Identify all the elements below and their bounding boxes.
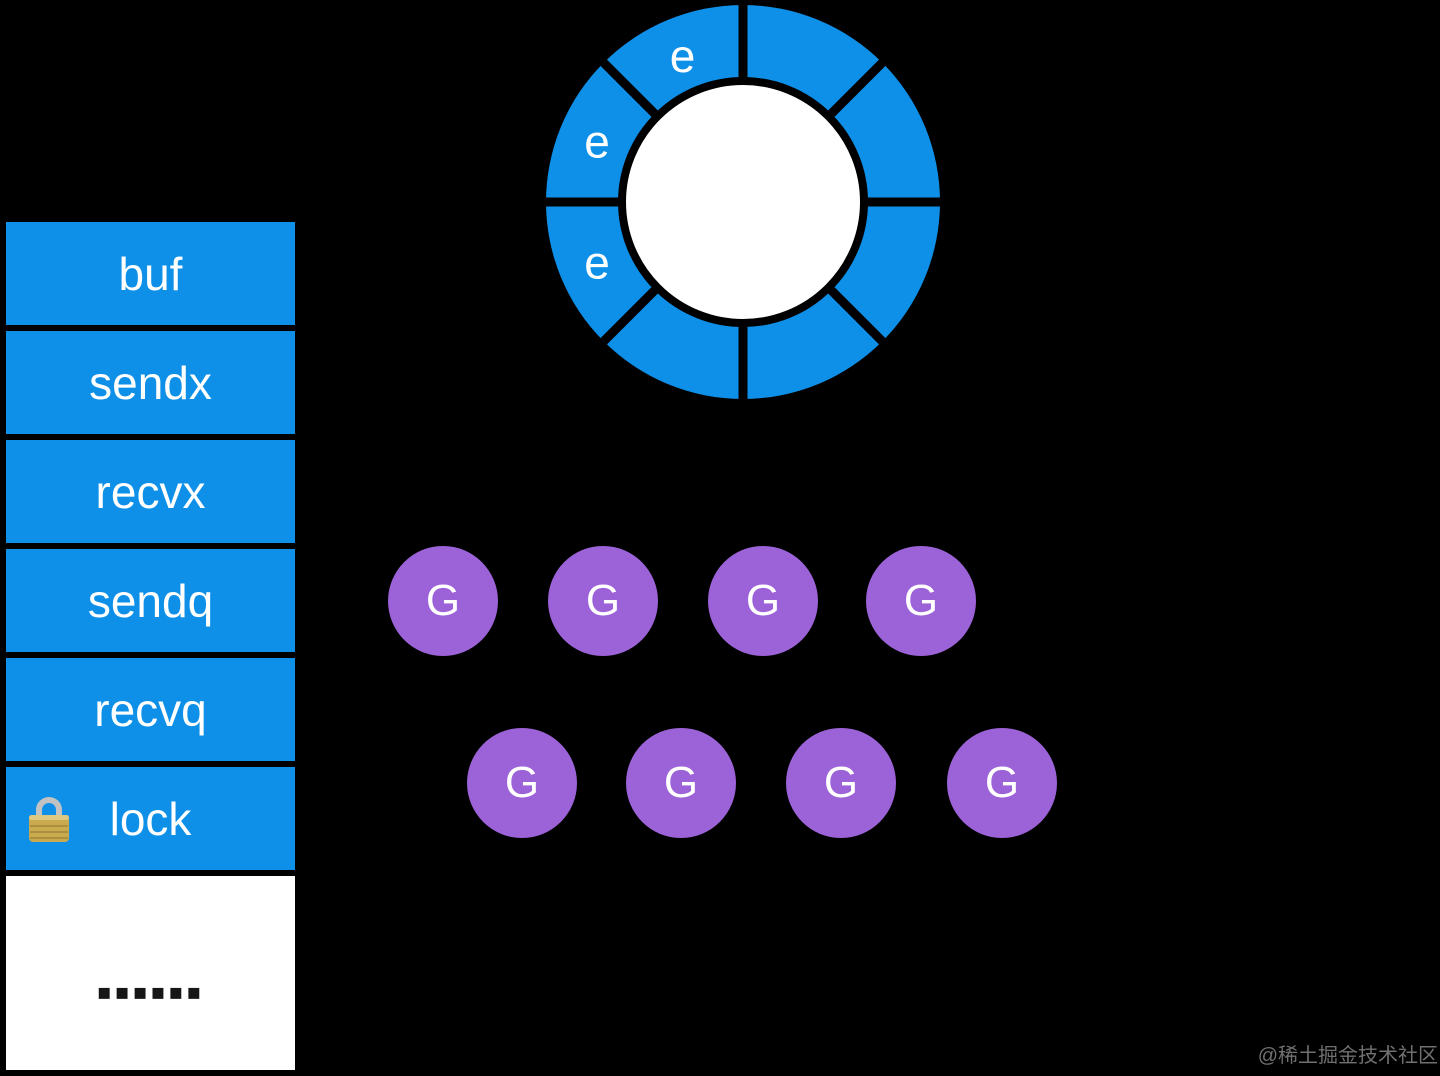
goroutine-label: G xyxy=(504,758,540,807)
field-row-recvx: recvx xyxy=(6,440,295,543)
goroutine: G xyxy=(866,546,976,656)
field-label: lock xyxy=(109,792,192,845)
goroutine: G xyxy=(548,546,658,656)
goroutine-label: G xyxy=(663,758,699,807)
hchan-struct-table: buf sendx recvx sendq recvq xyxy=(6,222,295,1070)
goroutine-label: G xyxy=(745,576,781,625)
goroutine: G xyxy=(786,728,896,838)
goroutine: G xyxy=(388,546,498,656)
goroutine-label: G xyxy=(984,758,1020,807)
field-row-sendq: sendq xyxy=(6,549,295,652)
watermark: @稀土掘金技术社区 xyxy=(1257,1045,1438,1067)
ellipsis-box: ▪▪▪▪▪▪ xyxy=(6,876,295,1070)
field-label: buf xyxy=(118,247,183,300)
field-row-sendx: sendx xyxy=(6,331,295,434)
goroutine-label: G xyxy=(425,576,461,625)
ring-slot-label: e xyxy=(584,116,610,168)
field-label: sendq xyxy=(87,574,214,627)
goroutine: G xyxy=(467,728,577,838)
goroutine-label: G xyxy=(585,576,621,625)
ring-slot-label: e xyxy=(670,30,696,82)
field-row-buf: buf xyxy=(6,222,295,325)
goroutine: G xyxy=(947,728,1057,838)
goroutine-label: G xyxy=(823,758,859,807)
ellipsis-dots: ▪▪▪▪▪▪ xyxy=(96,980,205,1005)
ring-inner-circle xyxy=(618,77,868,327)
lock-icon xyxy=(26,794,72,844)
goroutine: G xyxy=(626,728,736,838)
field-label: sendx xyxy=(89,356,212,409)
field-row-lock: lock xyxy=(6,767,295,870)
field-label: recvq xyxy=(94,683,207,736)
goroutine: G xyxy=(708,546,818,656)
ring-slot-label: e xyxy=(584,237,610,289)
ring-buffer: e e e xyxy=(546,5,940,399)
goroutine-label: G xyxy=(903,576,939,625)
field-row-recvq: recvq xyxy=(6,658,295,761)
field-label: recvx xyxy=(95,465,206,518)
